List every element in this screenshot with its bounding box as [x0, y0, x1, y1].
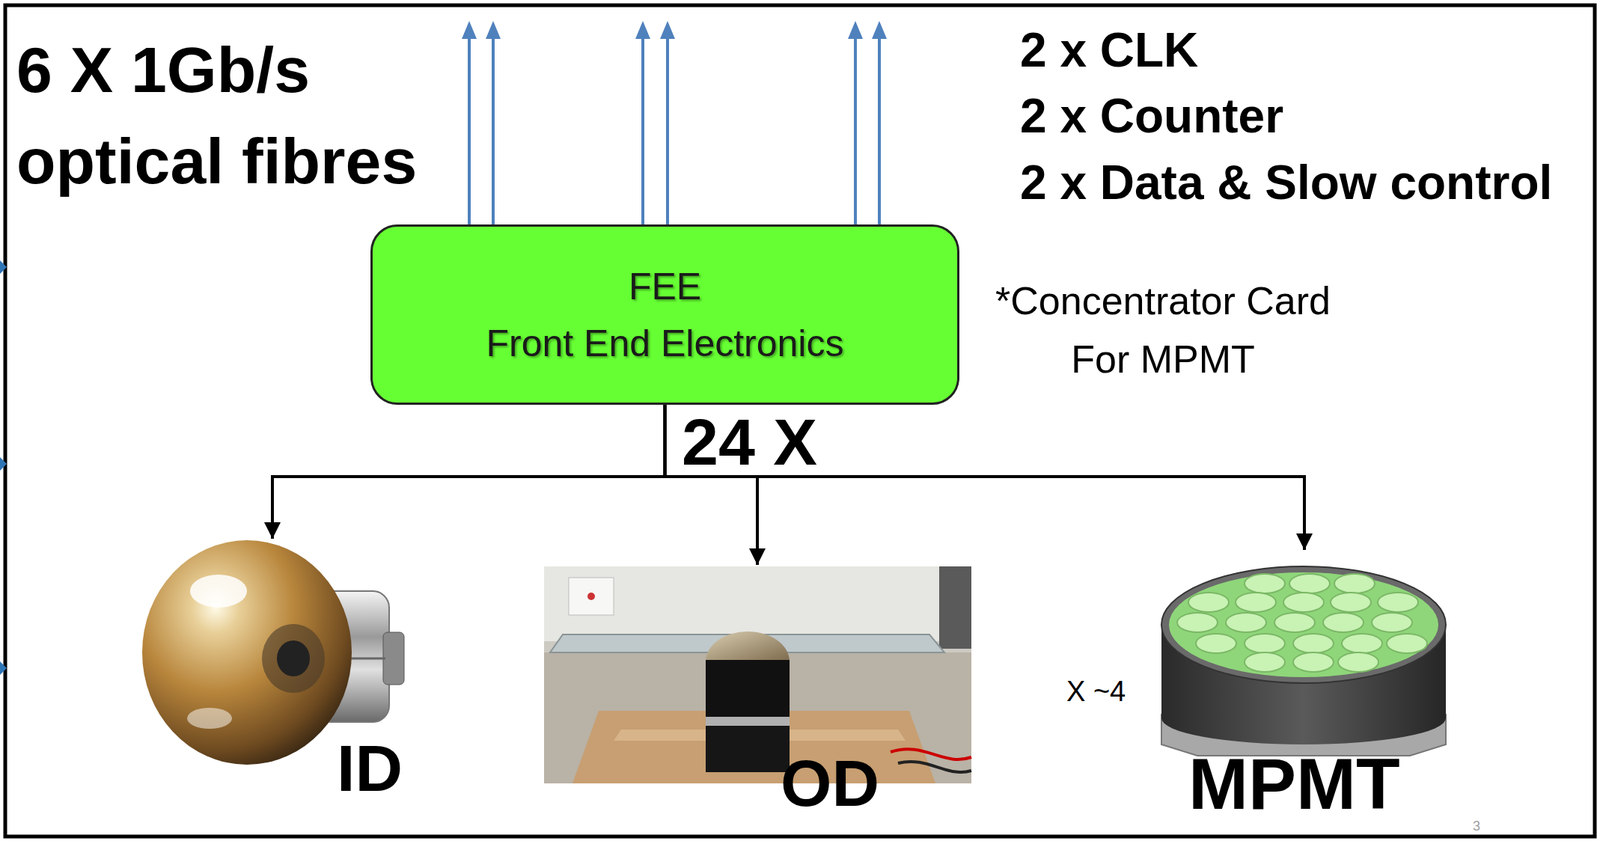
- pmt-disc: [1386, 633, 1428, 654]
- pmt-label: ID: [336, 735, 403, 802]
- fee-box: FEEFront End Electronics: [370, 224, 960, 405]
- od-cylinder: [705, 660, 790, 719]
- od-ring: [705, 716, 790, 726]
- signal-name: 2 x CLK: [1020, 22, 1199, 78]
- outer-frame: [5, 5, 1595, 837]
- dome-highlight: [187, 707, 232, 729]
- bullet-diamond: [0, 661, 7, 676]
- dome-highlight: [190, 574, 247, 608]
- fibre-line: [853, 35, 857, 225]
- pmt-disc: [1293, 633, 1334, 654]
- optical-fibre-arrows: [461, 20, 887, 225]
- signal-connector: [665, 404, 1306, 551]
- pmt-disc: [1244, 633, 1285, 654]
- socket-light: [587, 592, 595, 601]
- fibre-line: [877, 35, 881, 225]
- fibre-arrowhead: [660, 20, 676, 39]
- fibre-line: [467, 35, 471, 225]
- wood-base: [572, 710, 936, 784]
- mpmt-pmt-discs: [1177, 573, 1428, 673]
- signal-name: 2 x Data & Slow control: [1020, 154, 1553, 211]
- fibre-note: 6 X 1Gb/s optical fibres: [16, 23, 466, 207]
- bullet-marks: [0, 260, 7, 676]
- pmt-disc: [1334, 573, 1375, 594]
- bullet-diamond: [0, 260, 7, 274]
- fibre-arrowhead: [847, 20, 863, 39]
- cable: [890, 749, 972, 760]
- signal-connector: [272, 404, 666, 539]
- fibre-arrowhead: [485, 20, 501, 39]
- fibre-line: [666, 35, 670, 225]
- pmt-disc: [1323, 612, 1364, 633]
- pmt-disc: [1338, 652, 1379, 673]
- box-body: Front End Electronics: [486, 315, 845, 372]
- pmt-disc: [1289, 573, 1330, 594]
- pmt-disc: [1235, 592, 1276, 613]
- fibre-line: [641, 35, 645, 225]
- mpmt-body: [1161, 624, 1446, 745]
- multiplicity-note: X ~4: [1066, 675, 1126, 708]
- mpmt-rim: [1161, 566, 1446, 684]
- bullet-diamond: [0, 457, 7, 471]
- fibre-arrowhead: [635, 20, 651, 39]
- pmt-disc: [1195, 633, 1237, 654]
- mpmt-top: [1168, 572, 1439, 678]
- pmt-label: OD: [780, 750, 880, 817]
- channel-count: 24 X: [681, 409, 818, 476]
- page-number: 3: [1472, 818, 1481, 834]
- pmt-disc: [1188, 592, 1229, 613]
- id-pmt: ID: [142, 538, 420, 812]
- fibre-line: [491, 35, 495, 225]
- mpmt-illustration: [1161, 566, 1446, 756]
- pmt-disc: [1293, 652, 1334, 673]
- pmt-disc: [1341, 633, 1383, 654]
- pmt-label: MPMT: [1188, 748, 1401, 821]
- id-pmt-illustration: [142, 540, 405, 765]
- od-pmt: OD: [544, 565, 972, 820]
- photo-ground: [544, 566, 972, 784]
- mpmt-module: MPMT: [1144, 550, 1460, 824]
- dome-reflection: [261, 624, 325, 693]
- concentrator-note: *Concentrator Card For MPMT: [983, 271, 1343, 389]
- od-pmt-photo: [544, 566, 972, 784]
- photo-equipment: [939, 566, 972, 649]
- od-cylinder: [705, 725, 790, 773]
- pmt-disc: [1371, 612, 1413, 633]
- pmt-connector: [383, 632, 405, 685]
- cable: [898, 761, 972, 773]
- photo-wall: [544, 566, 972, 642]
- od-dome: [705, 631, 790, 662]
- fibre-arrowhead: [461, 20, 477, 39]
- pmt-disc: [1244, 573, 1285, 594]
- pmt-disc: [1244, 652, 1285, 673]
- dome-reflection: [276, 640, 310, 677]
- pmt-disc: [1274, 612, 1315, 633]
- signal-name: 2 x Counter: [1020, 88, 1284, 144]
- box-heading: FEE: [628, 258, 702, 316]
- fibre-arrowhead: [871, 20, 887, 39]
- pmt-dome: [142, 540, 352, 765]
- pmt-disc: [1225, 612, 1267, 633]
- pmt-disc: [1283, 592, 1324, 613]
- pmt-disc: [1377, 592, 1419, 613]
- pmt-disc: [1177, 612, 1218, 633]
- wall-socket: [568, 577, 614, 616]
- pmt-disc: [1330, 592, 1372, 613]
- photo-bench: [544, 652, 972, 784]
